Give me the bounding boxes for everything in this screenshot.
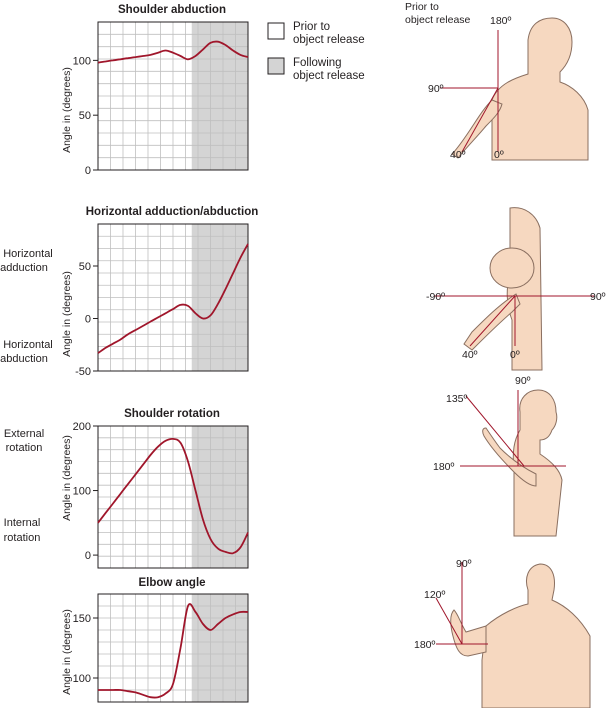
figure-3-label-90: 90º [515,375,531,387]
chart-1-ytick-label: 50 [79,110,91,122]
side-label-horizontal-abduction-2: abduction [0,353,48,365]
figure-horizontal-adduction: -90º 90º 40º 0º [426,207,606,371]
chart-1-ytick-label: 100 [73,55,91,67]
side-label-horizontal-adduction-1: Horizontal [3,248,53,260]
side-label-external-rotation-2: rotation [6,442,43,454]
figure-4-line-120 [435,597,463,645]
chart-3-series-line [97,437,249,555]
legend-label-following-2: object release [293,70,365,82]
chart-3-ylabel: Angle in (degrees) [61,435,73,521]
figure-1-line-40 [461,87,499,153]
figure-1-torso [491,17,589,161]
figure-shoulder-abduction: Prior to object release 180º 90º 40º 0º [405,1,589,161]
chart-2-ytick-label: 0 [85,314,91,326]
legend-swatch-following [267,57,285,75]
chart-3-ytick-label: 0 [85,550,91,562]
figure-3-label-135: 135º [446,393,468,405]
chart-4-series-line [97,603,249,699]
figure-1-label-90: 90º [428,83,444,95]
figure-shoulder-rotation: 90º 135º 180º [433,375,566,537]
chart-2-ytick-label: 50 [79,261,91,273]
figure-caption-prior-1: Prior to [405,1,439,13]
figure-1-label-40: 40º [450,149,466,161]
figure-4-label-120: 120º [424,589,446,601]
figure-3-line-135 [465,395,525,467]
chart-2-frame [97,223,249,372]
chart-1-ytick-label: 0 [85,165,91,177]
side-label-external-rotation-1: External [4,428,44,440]
figure-1-label-180: 180º [490,15,512,27]
chart-4-following-region [191,594,248,702]
chart-4-ylabel: Angle in (degrees) [61,609,73,695]
figure-1-label-0: 0º [494,149,504,161]
chart-1-title: Shoulder abduction [118,4,226,16]
chart-1-ylabel: Angle in (degrees) [61,67,73,153]
figure-1-arm [451,99,503,159]
chart-1-frame [97,21,249,171]
chart-2-ylabel: Angle in (degrees) [61,271,73,357]
legend-label-prior-2: object release [293,34,365,46]
figure-2-head [489,247,535,289]
legend: Prior to object release Following object… [267,21,365,82]
legend-label-prior-1: Prior to [293,21,330,33]
figure-3-head [512,389,563,537]
chart-4-ytick-label: 150 [73,613,91,625]
chart-2: -50 0 50 Horizontal adduction/abductionAngl… [61,206,258,378]
legend-swatch-prior [267,22,285,40]
side-label-horizontal-adduction-2: adduction [0,262,48,274]
chart-2-ytick-label: -50 [75,366,91,378]
figure-2-label-0: 0º [510,349,520,361]
side-labels: Horizontal adduction Horizontal abductio… [0,248,53,544]
figure-2-line-40 [469,295,516,347]
figure-4-label-90: 90º [456,558,472,570]
figure-4-torso [481,563,591,708]
chart-2-title: Horizontal adduction/abduction [86,206,259,218]
legend-label-following-1: Following [293,57,342,69]
chart-4-title: Elbow angle [138,577,205,589]
chart-3-frame [97,425,249,569]
side-label-internal-rotation-2: rotation [4,532,41,544]
side-label-horizontal-abduction-1: Horizontal [3,339,53,351]
figure-2-torso [506,207,543,371]
figure-2-label-40: 40º [462,349,478,361]
chart-1-series-line [97,40,249,64]
chart-3-ytick-label: 200 [73,421,91,433]
chart-3-title: Shoulder rotation [124,408,220,420]
figure-2-label-pos90: 90º [590,291,606,303]
figure-3-arm [482,427,537,487]
figure-3-label-180: 180º [433,461,455,473]
chart-4-frame [97,593,249,703]
side-label-internal-rotation-1: Internal [4,517,41,529]
figure-2-label-neg90: -90º [426,291,445,303]
figure-caption-prior-2: object release [405,14,471,26]
chart-4-ytick-label: 100 [73,673,91,685]
chart-3-ytick-label: 100 [73,486,91,498]
chart-2-series-line [97,243,249,354]
figure-4-label-180: 180º [414,639,436,651]
figure-elbow-angle: 90º 120º 180º [414,558,591,708]
